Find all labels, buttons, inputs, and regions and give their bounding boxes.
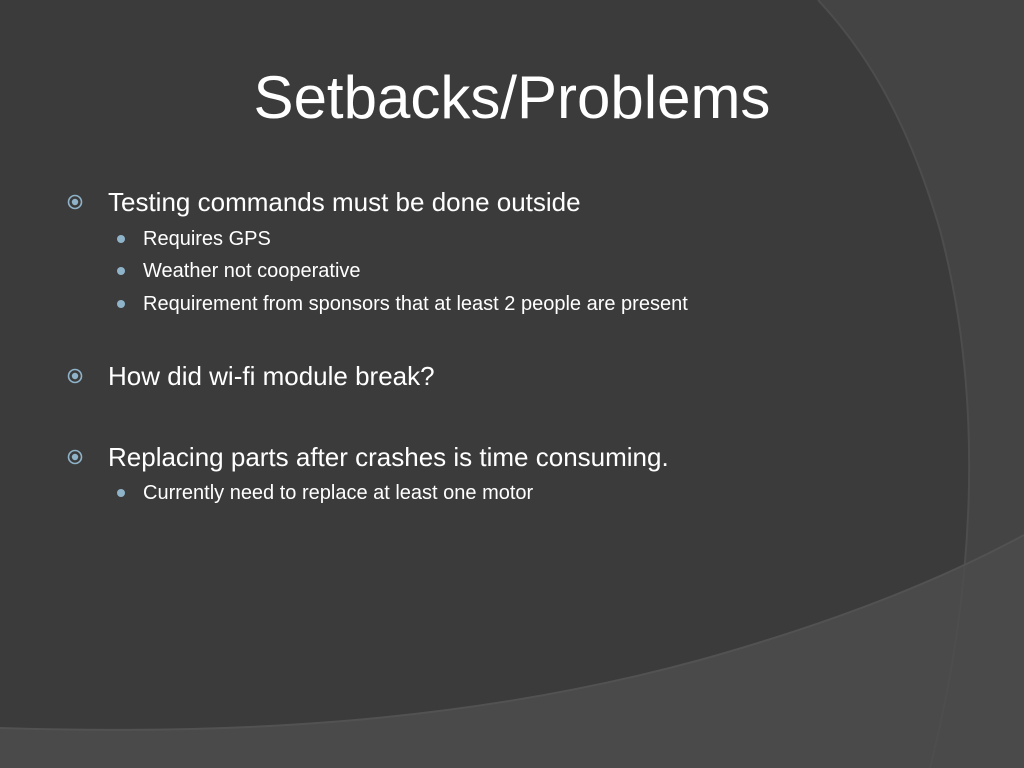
dot-bullet-icon [117, 235, 125, 243]
slide-title: Setbacks/Problems [0, 62, 1024, 134]
target-bullet-icon [67, 368, 83, 384]
dot-bullet-icon [117, 489, 125, 497]
bullet-3-text: Replacing parts after crashes is time co… [108, 442, 669, 472]
background-edge-line-right [817, 0, 971, 768]
sub-bullet-1-2-text: Weather not cooperative [143, 260, 361, 282]
target-bullet-icon [67, 194, 83, 210]
background-curve-bottom [0, 535, 1024, 768]
background-edge-line-bottom [0, 534, 1024, 731]
sub-bullet-1-3-text: Requirement from sponsors that at least … [143, 293, 688, 315]
bullet-2-text: How did wi-fi module break? [108, 361, 435, 391]
dot-bullet-icon [117, 267, 125, 275]
sub-bullet-3-1-text: Currently need to replace at least one m… [143, 482, 534, 504]
dot-bullet-icon [117, 300, 125, 308]
sub-bullet-1-1-text: Requires GPS [143, 228, 271, 250]
target-bullet-icon [67, 449, 83, 465]
bullet-1-text: Testing commands must be done outside [108, 187, 581, 217]
slide-title-text: Setbacks/Problems [253, 64, 771, 131]
